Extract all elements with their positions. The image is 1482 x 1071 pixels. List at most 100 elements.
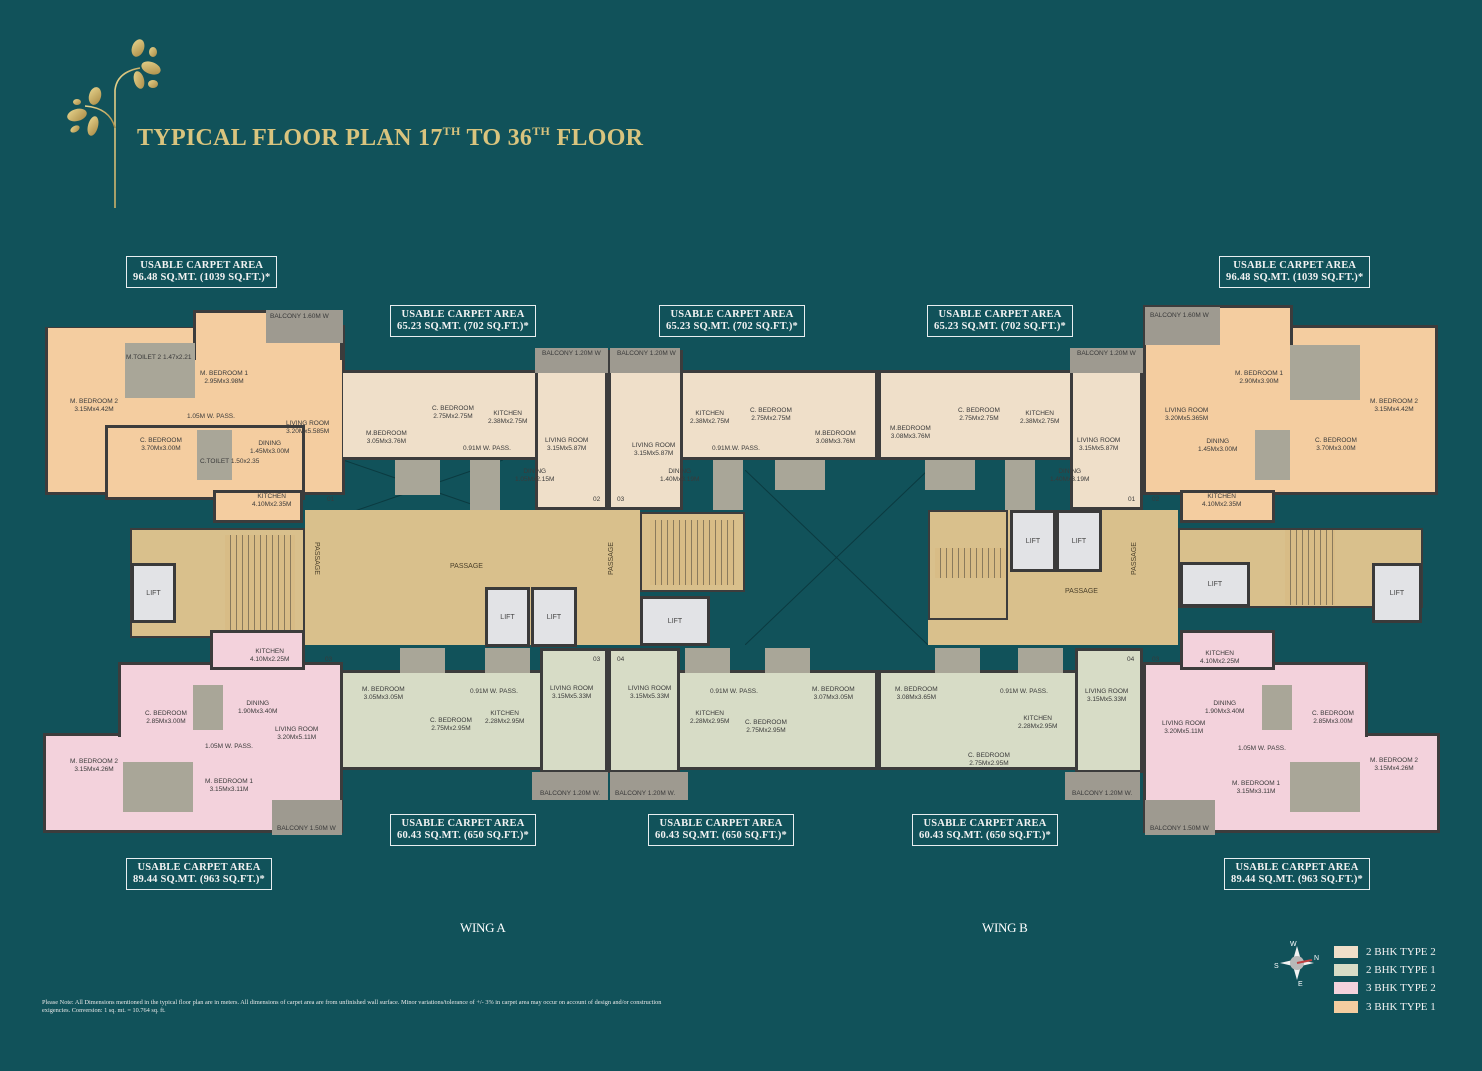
room-dim: 2.38Mx2.75M bbox=[1020, 418, 1060, 425]
room-name: KITCHEN bbox=[490, 710, 519, 717]
carpet-area-label: USABLE CARPET AREA 89.44 SQ.MT. (963 SQ.… bbox=[126, 858, 272, 890]
toilet bbox=[1018, 648, 1063, 673]
core-passage-wing-a bbox=[305, 510, 640, 645]
legend-swatch bbox=[1334, 1001, 1358, 1013]
room-name: DINING bbox=[1206, 438, 1230, 445]
toilet bbox=[400, 648, 445, 673]
room-name: LIVING ROOM bbox=[545, 437, 589, 444]
toilet bbox=[765, 648, 810, 673]
room-dim: 3.05Mx3.76M bbox=[366, 438, 407, 445]
room-dim: 3.15Mx5.33M bbox=[629, 693, 670, 700]
room-dim: 2.75Mx2.75M bbox=[433, 413, 473, 420]
carpet-area-title: USABLE CARPET AREA bbox=[670, 309, 794, 320]
room-name: C. BEDROOM bbox=[140, 437, 182, 444]
room-name: M.BEDROOM bbox=[815, 430, 856, 437]
room-dim: 4.10Mx2.35M bbox=[252, 501, 292, 508]
room-name: C. BEDROOM bbox=[432, 405, 474, 412]
carpet-area-title: USABLE CARPET AREA bbox=[659, 818, 783, 829]
room-dim: 3.05Mx3.05M bbox=[363, 694, 403, 701]
room-dim: 2.75Mx2.95M bbox=[431, 725, 471, 732]
room-label: BALCONY 1.20M W bbox=[1077, 350, 1136, 357]
title-text: TO 36 bbox=[460, 125, 533, 151]
lift: LIFT bbox=[1010, 510, 1056, 572]
room-name: KITCHEN bbox=[695, 410, 724, 417]
room-dim: 2.75Mx2.75M bbox=[751, 415, 791, 422]
balcony bbox=[610, 348, 680, 373]
room-name: LIVING ROOM bbox=[632, 442, 676, 449]
shaft-void bbox=[745, 470, 928, 645]
room-dim: 3.15Mx5.87M bbox=[633, 450, 674, 457]
room-name: M. BEDROOM bbox=[362, 686, 405, 693]
balcony bbox=[535, 348, 608, 373]
room-name: KITCHEN bbox=[695, 710, 724, 717]
door-number: 02 bbox=[593, 496, 601, 503]
flat-2bhk-type2-wa-living bbox=[535, 350, 608, 510]
passage-label: PASSAGE bbox=[312, 542, 320, 575]
room-name: M. BEDROOM 2 bbox=[70, 398, 119, 405]
room-dim: 3.15Mx5.33M bbox=[551, 693, 592, 700]
passage-label: PASSAGE bbox=[450, 563, 483, 570]
wing-b-label: WING B bbox=[982, 920, 1028, 935]
room-name: M. BEDROOM bbox=[812, 686, 855, 693]
title-text: TYPICAL FLOOR PLAN 17 bbox=[137, 125, 443, 151]
room-dim: 2.75Mx2.95M bbox=[746, 727, 786, 734]
carpet-area-title: USABLE CARPET AREA bbox=[140, 260, 264, 271]
legend-swatch bbox=[1334, 982, 1358, 994]
staircase bbox=[225, 535, 295, 630]
carpet-area-label: USABLE CARPET AREA 89.44 SQ.MT. (963 SQ.… bbox=[1224, 858, 1370, 890]
wing-a-label: WING A bbox=[460, 920, 506, 935]
legend-label: 2 BHK TYPE 2 bbox=[1366, 946, 1436, 958]
passage-label: PASSAGE bbox=[607, 542, 615, 575]
svg-text:N: N bbox=[1314, 955, 1319, 962]
room-name: M. BEDROOM 1 bbox=[200, 370, 249, 377]
door-number: 01 bbox=[327, 496, 335, 503]
toilet bbox=[1290, 762, 1360, 812]
toilet bbox=[1262, 685, 1292, 730]
balcony bbox=[266, 310, 343, 343]
room-dim: 2.38Mx2.75M bbox=[488, 418, 528, 425]
carpet-area-value: 60.43 SQ.MT. (650 SQ.FT.)* bbox=[655, 830, 787, 841]
room-name: LIVING ROOM bbox=[1085, 688, 1129, 695]
room-name: KITCHEN bbox=[1207, 493, 1236, 500]
room-name: M. BEDROOM 2 bbox=[1370, 398, 1419, 405]
room-name: M. BEDROOM 2 bbox=[1370, 757, 1419, 764]
room-dim: 2.95Mx3.98M bbox=[204, 378, 244, 385]
room-label: BALCONY 1.50M W bbox=[1150, 825, 1209, 832]
room-label: BALCONY 1.20M W. bbox=[1072, 790, 1133, 797]
lift-label: LIFT bbox=[546, 613, 562, 621]
room-label: 0.91M W. PASS. bbox=[470, 688, 518, 695]
legend-swatch bbox=[1334, 964, 1358, 976]
door-number: 04 bbox=[1127, 656, 1135, 663]
room-dim: 2.90Mx3.90M bbox=[1239, 378, 1279, 385]
room-name: M.TOILET 2 1.47x2.21 bbox=[126, 354, 192, 361]
staircase bbox=[650, 520, 735, 585]
lift: LIFT bbox=[1372, 563, 1422, 623]
room-name: LIVING ROOM bbox=[550, 685, 594, 692]
room-dim: 3.15Mx5.33M bbox=[1086, 696, 1127, 703]
room-label: 0.91M W. PASS. bbox=[1000, 688, 1048, 695]
toilet bbox=[1290, 345, 1360, 400]
room-dim: 4.10Mx2.35M bbox=[1202, 501, 1242, 508]
toilet bbox=[123, 762, 193, 812]
room-name: LIVING ROOM bbox=[628, 685, 672, 692]
balcony bbox=[1145, 800, 1215, 835]
kitchen-block bbox=[1180, 630, 1275, 670]
disclaimer-note: Please Note: All Dimensions mentioned in… bbox=[42, 999, 662, 1014]
room-dim: 3.70Mx3.00M bbox=[141, 445, 181, 452]
